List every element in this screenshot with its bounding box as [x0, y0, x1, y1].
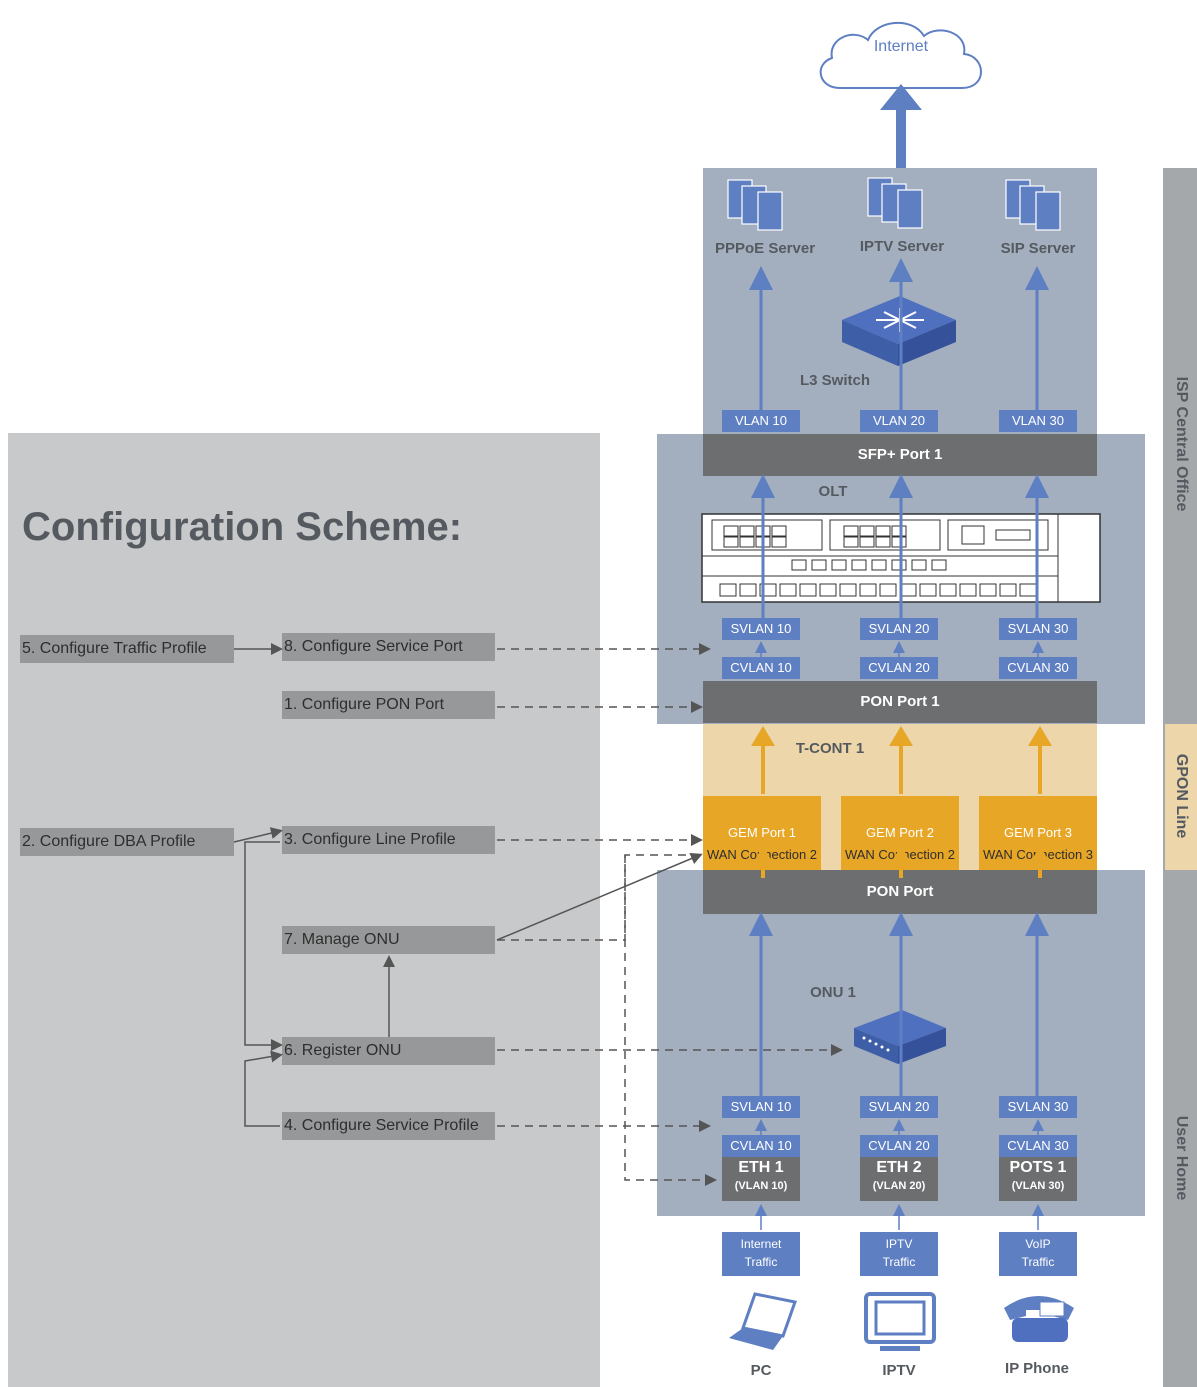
sip-server-icon	[1005, 179, 1061, 231]
iptv-traffic-box: IPTV Traffic	[860, 1232, 938, 1276]
sidebar-gpon	[1163, 724, 1197, 870]
eth-1-vlan: (VLAN 10)	[734, 1180, 788, 1192]
olt-cvlan-10: CVLAN 10	[722, 657, 800, 679]
internet-traffic-l1: Internet	[740, 1237, 782, 1251]
iptv-screen-icon	[864, 1292, 936, 1351]
iptv-traffic-l2: Traffic	[882, 1255, 916, 1269]
ip-phone-icon	[1004, 1296, 1074, 1342]
onu-svlan-30: SVLAN 30	[999, 1096, 1077, 1118]
l3-switch-label: L3 Switch	[799, 372, 870, 389]
config-panel	[8, 433, 600, 1387]
sfp-port-bar: SFP+ Port 1	[703, 434, 1097, 476]
pppoe-server-label: PPPoE Server	[714, 240, 816, 257]
step-3-line-profile[interactable]: 3. Configure Line Profile	[282, 826, 495, 854]
pots-1-vlan: (VLAN 30)	[1011, 1180, 1065, 1192]
pots-1-name: POTS 1	[1009, 1159, 1067, 1176]
vlan-20-box: VLAN 20	[860, 410, 938, 432]
iptv-label: IPTV	[882, 1362, 916, 1379]
step-7-manage-onu[interactable]: 7. Manage ONU	[282, 926, 495, 954]
internet-label: Internet	[873, 38, 929, 55]
step-2-dba-profile[interactable]: 2. Configure DBA Profile	[20, 828, 234, 856]
pots-1-port: POTS 1 (VLAN 30)	[999, 1157, 1077, 1201]
eth-2-port: ETH 2 (VLAN 20)	[860, 1157, 938, 1201]
voip-traffic-l1: VoIP	[1025, 1237, 1051, 1251]
sip-server-label: SIP Server	[1000, 240, 1076, 257]
onu-svlan-10: SVLAN 10	[722, 1096, 800, 1118]
step-8-service-port[interactable]: 8. Configure Service Port	[282, 633, 495, 661]
step-4-service-profile[interactable]: 4. Configure Service Profile	[282, 1112, 495, 1140]
pc-label: PC	[750, 1362, 772, 1379]
eth-2-vlan: (VLAN 20)	[872, 1180, 926, 1192]
internet-traffic-box: Internet Traffic	[722, 1232, 800, 1276]
step-5-traffic-profile[interactable]: 5. Configure Traffic Profile	[20, 635, 234, 663]
pppoe-server-icon	[727, 179, 783, 231]
eth-1-name: ETH 1	[738, 1159, 784, 1176]
onu-cvlan-20: CVLAN 20	[860, 1135, 938, 1157]
step-6-register-onu[interactable]: 6. Register ONU	[282, 1037, 495, 1065]
tcont-label: T-CONT 1	[795, 740, 865, 757]
sidebar-home	[1163, 870, 1197, 1387]
page-title: Configuration Scheme:	[22, 505, 463, 549]
onu-cvlan-30: CVLAN 30	[999, 1135, 1077, 1157]
olt-cvlan-20: CVLAN 20	[860, 657, 938, 679]
iptv-traffic-l1: IPTV	[885, 1237, 913, 1251]
sidebar-isp	[1163, 168, 1197, 724]
internet-traffic-l2: Traffic	[744, 1255, 778, 1269]
step-1-pon-port[interactable]: 1. Configure PON Port	[282, 691, 495, 719]
olt-svlan-30: SVLAN 30	[999, 618, 1077, 640]
iptv-server-icon	[867, 177, 923, 229]
onu-cvlan-10: CVLAN 10	[722, 1135, 800, 1157]
internet-cloud-icon	[819, 22, 982, 89]
pc-laptop-icon	[729, 1292, 797, 1350]
ip-phone-label: IP Phone	[1005, 1360, 1069, 1377]
olt-svlan-10: SVLAN 10	[722, 618, 800, 640]
vlan-10-box: VLAN 10	[722, 410, 800, 432]
olt-cvlan-30: CVLAN 30	[999, 657, 1077, 679]
voip-traffic-box: VoIP Traffic	[999, 1232, 1077, 1276]
eth-2-name: ETH 2	[876, 1159, 922, 1176]
iptv-server-label: IPTV Server	[859, 238, 945, 255]
voip-traffic-l2: Traffic	[1021, 1255, 1055, 1269]
onu-label: ONU 1	[810, 984, 856, 1001]
olt-label: OLT	[818, 483, 848, 500]
onu-svlan-20: SVLAN 20	[860, 1096, 938, 1118]
pon-port-1-bar: PON Port 1	[703, 681, 1097, 723]
olt-svlan-20: SVLAN 20	[860, 618, 938, 640]
vlan-30-box: VLAN 30	[999, 410, 1077, 432]
eth-1-port: ETH 1 (VLAN 10)	[722, 1157, 800, 1201]
l3-switch-icon	[842, 296, 956, 366]
